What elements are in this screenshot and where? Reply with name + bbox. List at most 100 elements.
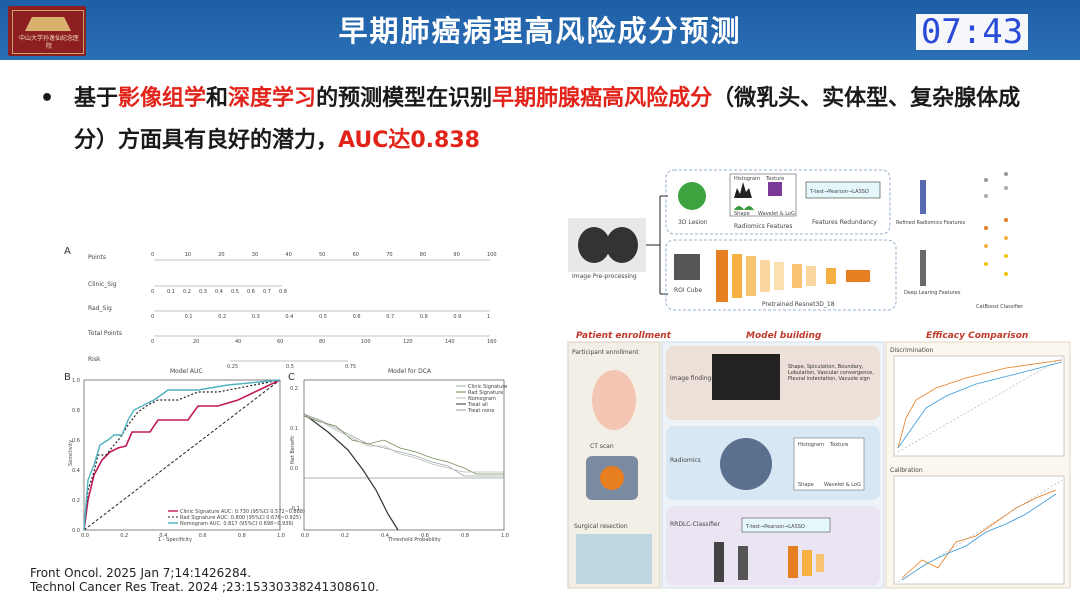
total-tick-8: 160 bbox=[487, 339, 497, 345]
rad-tick-9: 0.9 bbox=[453, 314, 461, 320]
roc-xtick-2: 0.4 bbox=[159, 533, 167, 539]
preprocess-label: Image Pre-processing bbox=[572, 273, 637, 280]
wf-pipeline: T-test→Pearson→LASSO bbox=[809, 189, 869, 195]
roc-curve-nomogram bbox=[83, 379, 281, 531]
roc-legend-nomogram: Nomogram AUC: 0.817 (95%CI 0.698~0.936) bbox=[180, 521, 294, 527]
roc-ylabel: Sensitivity bbox=[68, 440, 74, 466]
roc-legend-clinic: Clinic Signature AUC: 0.730 (95%CI 0.572… bbox=[180, 509, 305, 515]
roc-xtick-0: 0.0 bbox=[81, 533, 89, 539]
roc-xtick-5: 1.0 bbox=[277, 533, 285, 539]
roc-xtick-4: 0.8 bbox=[238, 533, 246, 539]
bullet-icon: • bbox=[40, 86, 55, 111]
roi-label: ROI Cube bbox=[674, 287, 702, 294]
findings-text: Shape, Spiculation, Boundary, Lobulation… bbox=[788, 364, 874, 382]
clinic-tick-2: 0.2 bbox=[183, 289, 191, 295]
countdown-timer: 07:43 bbox=[916, 14, 1028, 50]
bullet-highlight: AUC达0.838 bbox=[338, 128, 480, 153]
roc-legend: Clinic Signature AUC: 0.730 (95%CI 0.572… bbox=[168, 509, 305, 527]
references: Front Oncol. 2025 Jan 7;14:1426284. Tech… bbox=[30, 566, 379, 594]
roc-ytick-0: 0.0 bbox=[72, 528, 80, 534]
reference-1: Front Oncol. 2025 Jan 7;14:1426284. bbox=[30, 566, 252, 580]
refined-label: Refined Radiomics Features bbox=[896, 220, 966, 226]
dca-panel-label: C bbox=[288, 372, 295, 383]
roc-frame bbox=[83, 379, 281, 531]
total-tick-4: 80 bbox=[319, 339, 325, 345]
dca-ytick-0: 0.2 bbox=[290, 386, 298, 392]
dca-curve-rad bbox=[303, 415, 504, 475]
total-tick-0: 0 bbox=[151, 339, 154, 345]
roc-xlabel: 1 - Specificity bbox=[158, 537, 192, 543]
points-tick-6: 60 bbox=[353, 252, 359, 258]
dca-curve-nomogram bbox=[303, 414, 504, 473]
total-tick-7: 140 bbox=[445, 339, 455, 345]
roc-legend-rad: Rad Signature AUC: 0.800 (95%CI 0.676~0.… bbox=[180, 515, 301, 521]
nomogram-figure: A Points Clinic_Sig Rad_Sig Total Points… bbox=[58, 240, 510, 544]
bullet-text: 基于影像组学和深度学习的预测模型在识别早期肺腺癌高风险成分（微乳头、实体型、复杂… bbox=[74, 78, 1050, 162]
points-tick-9: 90 bbox=[453, 252, 459, 258]
dca-ytick-3: -0.1 bbox=[290, 506, 300, 512]
nomogram-row-total: Total Points bbox=[87, 330, 122, 337]
total-tick-5: 100 bbox=[361, 339, 371, 345]
roc-ytick-5: 1.0 bbox=[72, 378, 80, 384]
rad-tick-0: 0 bbox=[151, 314, 154, 320]
total-tick-3: 60 bbox=[277, 339, 283, 345]
dca-ylabel: Net Benefit bbox=[290, 436, 296, 464]
resnet-label: Pretrained Resnet3D_18 bbox=[762, 301, 835, 308]
nomogram-panel-label: A bbox=[64, 246, 71, 257]
nomogram-row-clinic: Clinic_Sig bbox=[88, 281, 117, 288]
rad-tick-7: 0.7 bbox=[386, 314, 394, 320]
middle-label-1: Radiomics bbox=[670, 457, 701, 464]
dca-xtick-2: 0.4 bbox=[381, 533, 389, 539]
study-wavelet: Wavelet & LoG bbox=[824, 482, 861, 488]
roc-xtick-3: 0.6 bbox=[199, 533, 207, 539]
dca-xtick-3: 0.6 bbox=[421, 533, 429, 539]
bullet-segment: 基于 bbox=[74, 86, 119, 111]
radiomics-label: Radiomics Features bbox=[734, 223, 793, 230]
wf-shape: Shape bbox=[734, 211, 750, 217]
points-tick-4: 40 bbox=[285, 252, 291, 258]
dca-ytick-2: 0.0 bbox=[290, 466, 298, 472]
wf-texture: Texture bbox=[765, 176, 784, 182]
study-design-svg: Patient enrollment Model building Effica… bbox=[567, 331, 1071, 589]
section-model: Model building bbox=[746, 331, 822, 341]
rad-tick-4: 0.4 bbox=[285, 314, 293, 320]
right-label-0: Discrimination bbox=[890, 347, 934, 354]
dca-curve-clinic bbox=[303, 413, 504, 477]
roc-curve-clinic bbox=[83, 379, 281, 531]
right-label-1: Calibration bbox=[890, 467, 923, 474]
clinic-tick-4: 0.4 bbox=[215, 289, 223, 295]
dca-legend-2: Nomogram bbox=[468, 396, 496, 402]
dca-xtick-1: 0.2 bbox=[341, 533, 349, 539]
rad-tick-1: 0.1 bbox=[185, 314, 193, 320]
total-tick-6: 120 bbox=[403, 339, 413, 345]
bullet-highlight: 影像组学 bbox=[118, 86, 207, 111]
study-shape: Shape bbox=[798, 482, 814, 488]
slide-title: 早期肺癌病理高风险成分预测 bbox=[338, 14, 742, 48]
clinic-tick-7: 0.7 bbox=[263, 289, 271, 295]
dca-xtick-0: 0.0 bbox=[301, 533, 309, 539]
clinic-tick-1: 0.1 bbox=[167, 289, 175, 295]
total-tick-2: 40 bbox=[235, 339, 241, 345]
study-design-figure: Patient enrollment Model building Effica… bbox=[566, 328, 1072, 590]
nomogram-figure-svg: A Points Clinic_Sig Rad_Sig Total Points… bbox=[64, 246, 509, 543]
university-logo: 中山大学孙逸仙纪念医院 bbox=[8, 6, 86, 56]
redundancy-label: Features Redundancy bbox=[812, 219, 877, 226]
nomogram-row-risk: Risk bbox=[88, 356, 101, 363]
points-tick-8: 80 bbox=[420, 252, 426, 258]
rad-tick-8: 0.8 bbox=[420, 314, 428, 320]
points-tick-7: 70 bbox=[386, 252, 392, 258]
wf-histogram: Histogram bbox=[734, 176, 760, 182]
bullet-segment: 和 bbox=[206, 86, 229, 111]
points-tick-1: 10 bbox=[185, 252, 191, 258]
wf-wavelet: Wavelet & LoG bbox=[758, 211, 795, 217]
rad-tick-6: 0.6 bbox=[353, 314, 361, 320]
roc-ytick-4: 0.8 bbox=[72, 408, 80, 414]
bullet-segment: 的预测模型在识别 bbox=[316, 86, 493, 111]
roc-curve-rad bbox=[83, 379, 281, 531]
dca-ytick-1: 0.1 bbox=[290, 426, 298, 432]
dca-xtick-4: 0.8 bbox=[461, 533, 469, 539]
points-tick-2: 20 bbox=[218, 252, 224, 258]
middle-label-0: Image findings bbox=[670, 375, 715, 382]
roc-xtick-1: 0.2 bbox=[120, 533, 128, 539]
rad-tick-10: 1 bbox=[487, 314, 490, 320]
